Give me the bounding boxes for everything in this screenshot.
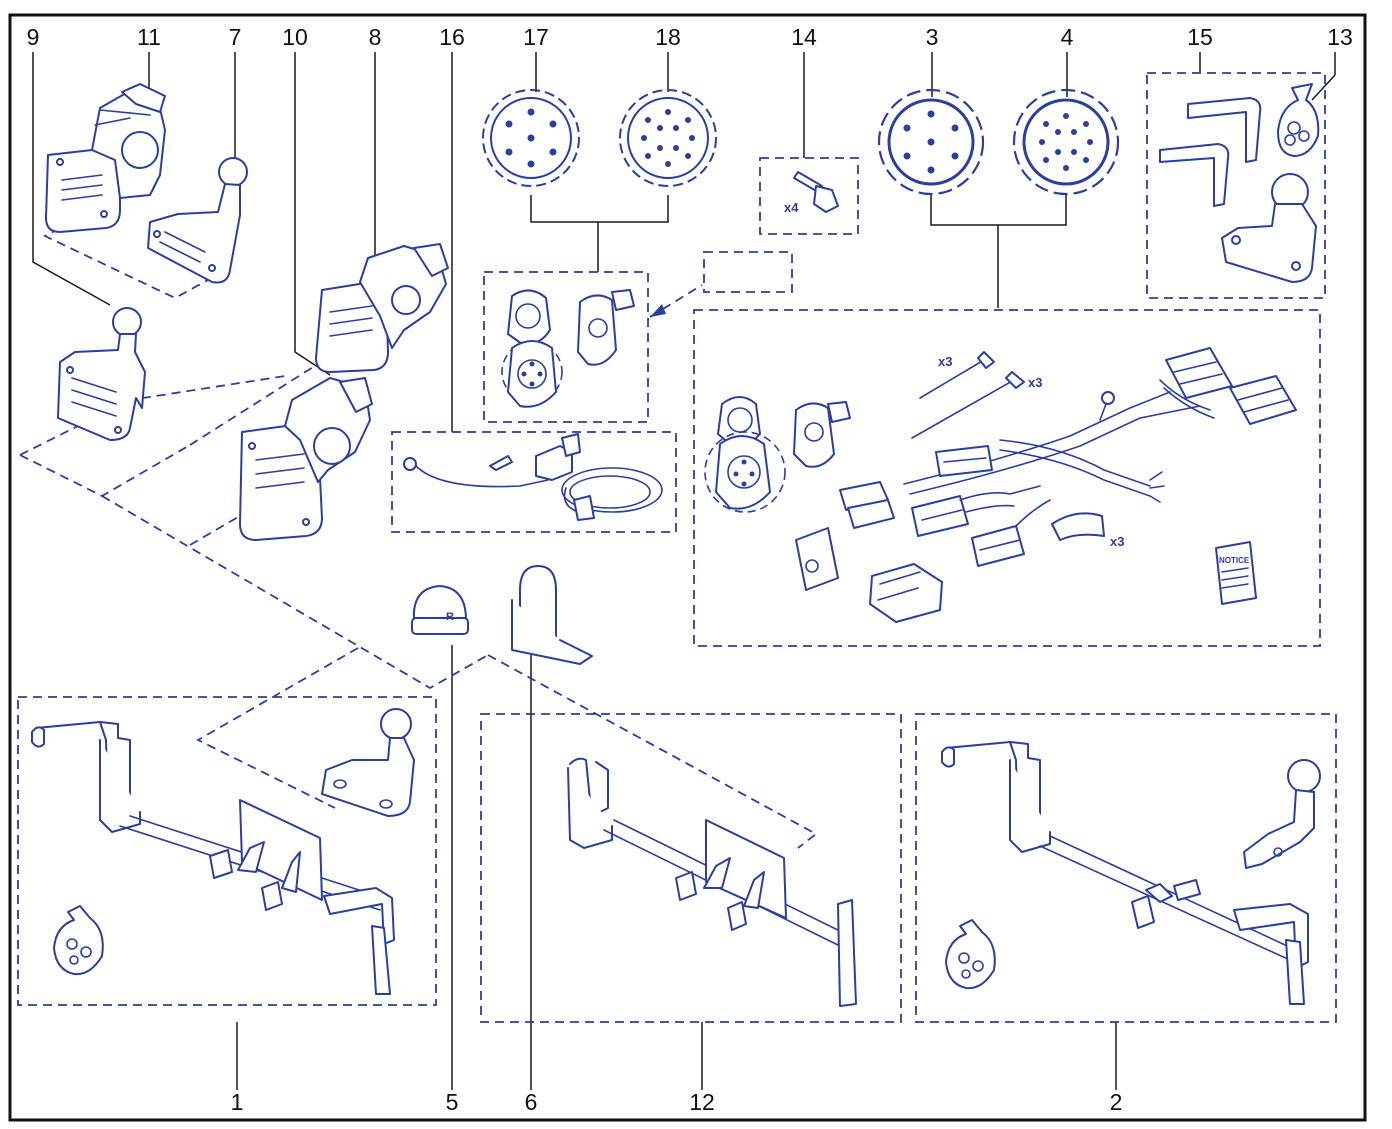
kit-1-tow-bar bbox=[31, 708, 415, 995]
callout-14: 14 bbox=[791, 24, 817, 50]
kit-12-tow-bar bbox=[567, 757, 857, 1007]
notice-label: NOTICE bbox=[1219, 556, 1250, 565]
part-8-jaw-coupling bbox=[315, 243, 449, 373]
part-9-ball-mount bbox=[57, 307, 146, 441]
kit-2-box bbox=[915, 713, 1337, 1023]
socket-box bbox=[483, 271, 649, 423]
kit-15-box bbox=[1146, 72, 1326, 299]
part-15-brackets bbox=[1159, 97, 1317, 283]
callout-18: 18 bbox=[655, 24, 681, 50]
ties-quantity-a: x3 bbox=[938, 354, 952, 369]
part-10-jaw-coupling bbox=[239, 377, 373, 541]
callout-15: 15 bbox=[1187, 24, 1213, 50]
ties-quantity-b: x3 bbox=[1028, 375, 1042, 390]
callout-labels: 9 11 7 10 8 16 17 18 14 3 4 15 13 1 5 6 … bbox=[27, 24, 1353, 1115]
diagram-frame bbox=[8, 13, 1367, 1122]
part-16-harness bbox=[403, 433, 663, 521]
kit-12-box bbox=[480, 713, 902, 1023]
part-11-tow-jaw bbox=[45, 83, 166, 233]
part-7-ball-hook bbox=[147, 157, 248, 284]
empty-box bbox=[703, 251, 793, 293]
pads-quantity: x3 bbox=[1110, 534, 1124, 549]
callout-6: 6 bbox=[525, 1089, 538, 1115]
group-boxes bbox=[17, 72, 1337, 1023]
callout-13: 13 bbox=[1327, 24, 1353, 50]
callout-12: 12 bbox=[689, 1089, 715, 1115]
harness-16-box bbox=[391, 431, 677, 533]
callout-2: 2 bbox=[1110, 1089, 1123, 1115]
kit-2-tow-bar bbox=[941, 741, 1321, 1005]
callout-8: 8 bbox=[369, 24, 382, 50]
callout-3: 3 bbox=[926, 24, 939, 50]
socket-dial-4 bbox=[1012, 88, 1120, 196]
callout-1: 1 bbox=[231, 1089, 244, 1115]
part-5-ball-cap: R bbox=[411, 585, 469, 635]
part-13-hardware-bag bbox=[1277, 83, 1320, 157]
callout-7: 7 bbox=[229, 24, 242, 50]
part-6-socket-cover bbox=[511, 565, 593, 665]
socket-housing-pair bbox=[501, 289, 635, 408]
part-14-bolt: x4 bbox=[784, 171, 839, 215]
kit-1-box bbox=[17, 696, 437, 1006]
callout-10: 10 bbox=[282, 24, 308, 50]
socket-dial-3 bbox=[877, 88, 985, 196]
cap-mark: R bbox=[446, 611, 454, 623]
callout-17: 17 bbox=[523, 24, 549, 50]
leader-lines bbox=[32, 52, 1336, 1090]
wiring-kit-parts: x3 x3 x3 bbox=[704, 347, 1297, 623]
callout-4: 4 bbox=[1061, 24, 1074, 50]
callout-5: 5 bbox=[446, 1089, 459, 1115]
callout-11: 11 bbox=[137, 24, 161, 50]
wiring-kit-box bbox=[693, 309, 1321, 647]
callout-16: 16 bbox=[439, 24, 465, 50]
callout-9: 9 bbox=[27, 24, 40, 50]
socket-dial-17 bbox=[482, 89, 580, 187]
socket-dial-18 bbox=[619, 89, 717, 187]
bolt-box bbox=[759, 157, 859, 235]
bolt-quantity: x4 bbox=[784, 200, 799, 215]
